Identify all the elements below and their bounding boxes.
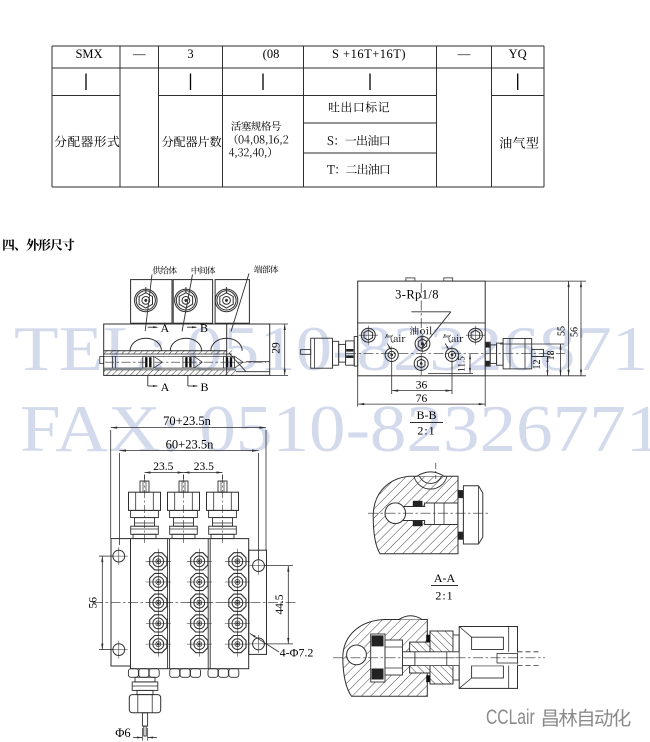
- svg-text:B-B: B-B: [416, 408, 436, 422]
- svg-text:4-Φ7.2: 4-Φ7.2: [280, 646, 314, 660]
- svg-text:2:1: 2:1: [435, 589, 453, 603]
- svg-text:—: —: [457, 47, 471, 61]
- svg-text:23.5: 23.5: [153, 461, 173, 473]
- svg-text:70+23.5n: 70+23.5n: [163, 414, 211, 428]
- svg-text:A: A: [161, 380, 170, 394]
- svg-text:3: 3: [187, 47, 193, 61]
- svg-text:Φ6: Φ6: [115, 726, 130, 740]
- svg-text:(08: (08: [263, 47, 280, 61]
- svg-text:S +16T+16T): S +16T+16T): [332, 47, 406, 61]
- svg-text:SMX: SMX: [75, 47, 102, 61]
- svg-text:60+23.5n: 60+23.5n: [166, 437, 214, 451]
- svg-text:18: 18: [546, 351, 557, 361]
- svg-text:3-Rp1/8: 3-Rp1/8: [395, 288, 439, 302]
- svg-text:A: A: [160, 321, 169, 335]
- svg-text:56: 56: [88, 597, 100, 609]
- svg-text:36: 36: [416, 380, 428, 392]
- svg-text:B: B: [200, 321, 208, 335]
- svg-text:11.5: 11.5: [457, 356, 467, 372]
- svg-text:56: 56: [570, 327, 581, 337]
- svg-text:2:1: 2:1: [417, 424, 435, 438]
- svg-text:A-A: A-A: [434, 571, 456, 585]
- svg-text:55: 55: [557, 326, 568, 336]
- svg-text:44.5: 44.5: [274, 594, 286, 614]
- svg-text:76: 76: [416, 393, 428, 405]
- svg-text:B: B: [200, 380, 208, 394]
- svg-text:YQ: YQ: [509, 47, 527, 61]
- svg-text:29: 29: [270, 342, 282, 354]
- svg-text:23.5: 23.5: [194, 461, 214, 473]
- svg-text:—: —: [132, 47, 146, 61]
- svg-text:12: 12: [532, 360, 543, 370]
